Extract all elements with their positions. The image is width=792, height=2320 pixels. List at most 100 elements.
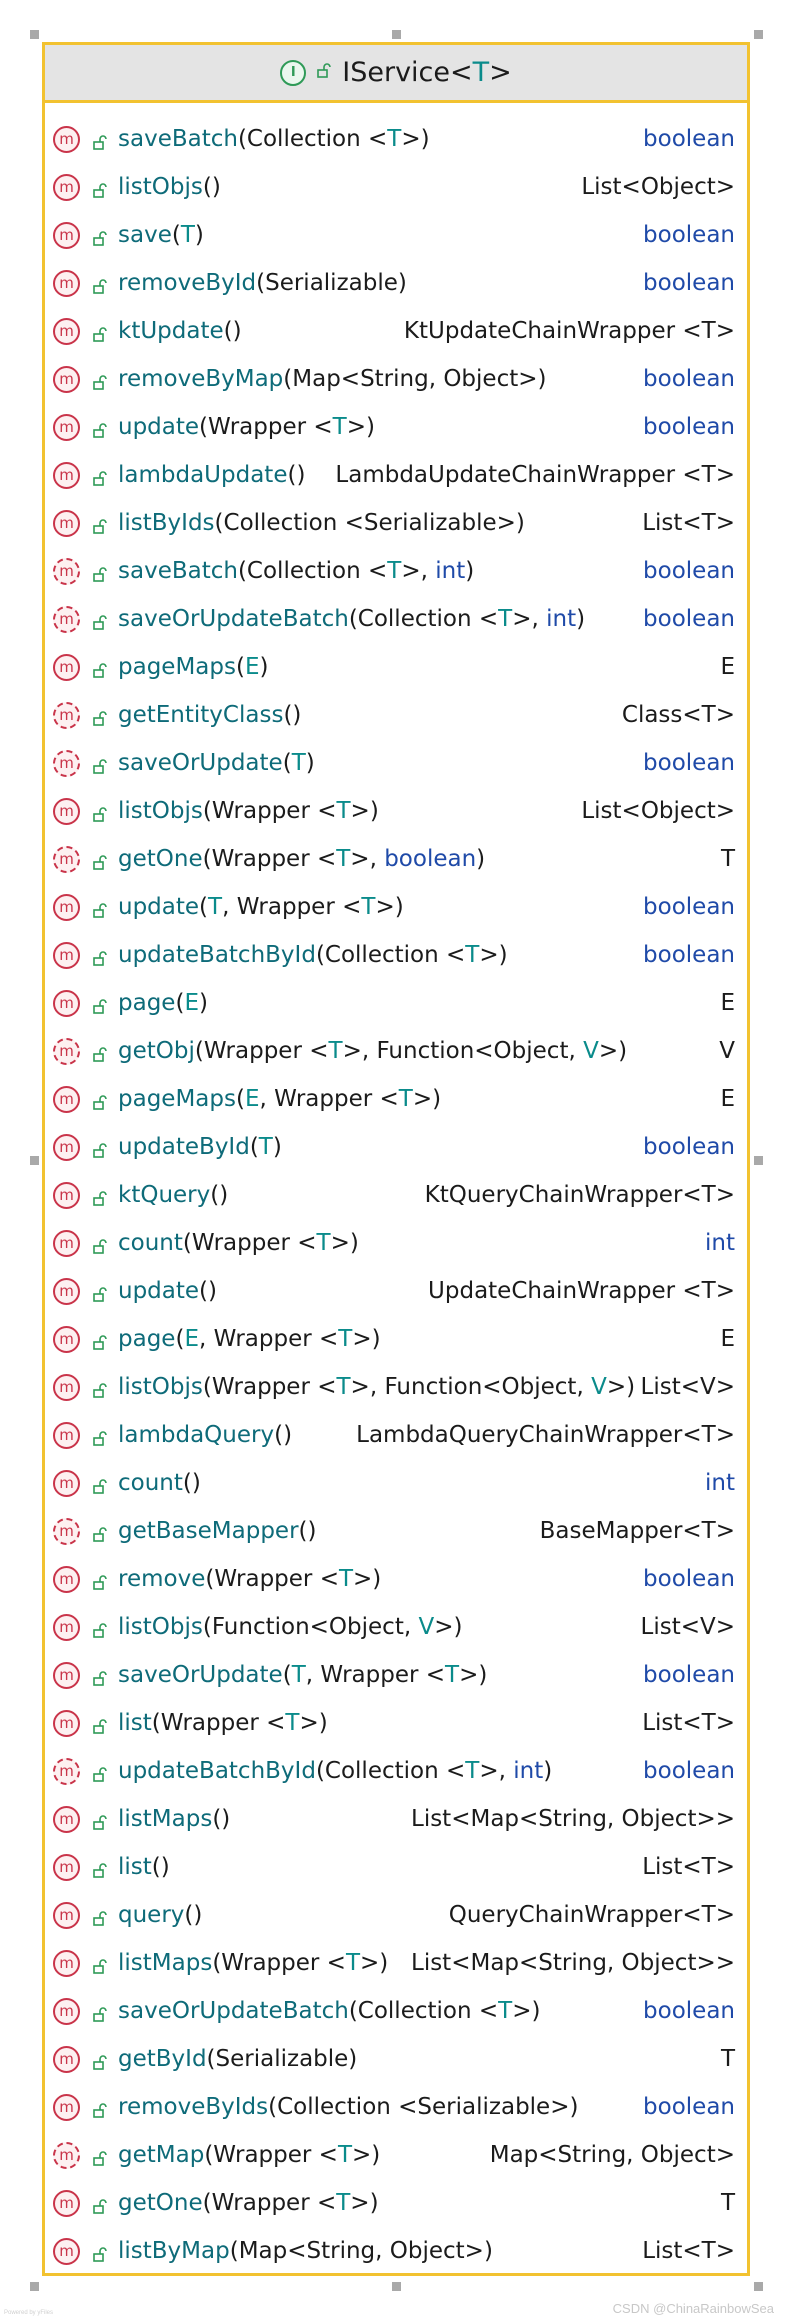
method-signature: listByMap(Map<String, Object>): [118, 2238, 642, 2264]
method-signature: saveOrUpdateBatch(Collection <T>): [118, 1998, 643, 2024]
return-type: List<Object>: [581, 174, 735, 200]
method-parameter-text: (): [210, 1182, 229, 1208]
resize-handle-middle-left[interactable]: [30, 1156, 39, 1165]
method-name: saveOrUpdate: [118, 1662, 283, 1688]
method-parameter-text: E: [184, 990, 199, 1016]
return-type: Map<String, Object>: [489, 2142, 735, 2168]
method-name: update: [118, 1278, 200, 1304]
method-signature: listObjs(Wrapper <T>): [118, 798, 581, 824]
method-name: listByIds: [118, 510, 215, 536]
method-parameter-text: T: [285, 1710, 300, 1736]
resize-handle-top-right[interactable]: [754, 30, 763, 39]
method-signature: query(): [118, 1902, 449, 1928]
method-parameter-text: (): [199, 1278, 217, 1304]
method-name: updateById: [118, 1134, 250, 1160]
method-name: getMap: [118, 2142, 205, 2168]
method-name: page: [118, 990, 176, 1016]
method-name: getOne: [118, 2190, 203, 2216]
method-parameter-text: (): [182, 1470, 201, 1496]
method-signature: getById(Serializable): [118, 2046, 721, 2072]
return-type: T: [720, 846, 735, 872]
return-type: E: [720, 1326, 735, 1352]
return-type: boolean: [643, 942, 735, 968]
resize-handle-middle-right[interactable]: [754, 1156, 763, 1165]
method-parameter-text: int: [513, 1758, 544, 1784]
method-name: saveOrUpdateBatch: [118, 606, 349, 632]
abstract-method-icon: m: [53, 653, 80, 681]
method-parameter-text: , Wrapper <: [198, 1326, 339, 1352]
class-header[interactable]: I IService<T>: [45, 45, 747, 103]
method-name: saveOrUpdateBatch: [118, 1998, 349, 2024]
resize-handle-top-left[interactable]: [30, 30, 39, 39]
abstract-method-icon: m: [53, 1565, 80, 1593]
resize-handle-top-center[interactable]: [392, 30, 401, 39]
return-type: boolean: [643, 2094, 735, 2120]
return-type: boolean: [643, 894, 735, 920]
method-parameter-text: int: [546, 606, 577, 632]
abstract-method-icon: m: [53, 269, 80, 297]
resize-handle-bottom-left[interactable]: [30, 2282, 39, 2291]
method-signature: updateBatchById(Collection <T>, int): [118, 1758, 643, 1784]
method-parameter-text: (Wrapper <: [205, 1566, 339, 1592]
method-name: count: [118, 1470, 183, 1496]
resize-handle-bottom-center[interactable]: [392, 2282, 401, 2291]
return-type: LambdaQueryChainWrapper<T>: [356, 1422, 735, 1448]
method-parameter-text: ): [259, 654, 269, 680]
resize-handle-bottom-right[interactable]: [754, 2282, 763, 2291]
return-type: T: [720, 2046, 735, 2072]
method-name: removeById: [118, 270, 257, 296]
method-parameter-text: T: [338, 1326, 353, 1352]
method-parameter-text: , Wrapper <: [259, 1086, 399, 1112]
method-signature: listByIds(Collection <Serializable>): [118, 510, 642, 536]
abstract-method-icon: m: [53, 1997, 80, 2025]
method-parameter-text: >): [330, 1230, 359, 1256]
abstract-method-icon: m: [53, 893, 80, 921]
